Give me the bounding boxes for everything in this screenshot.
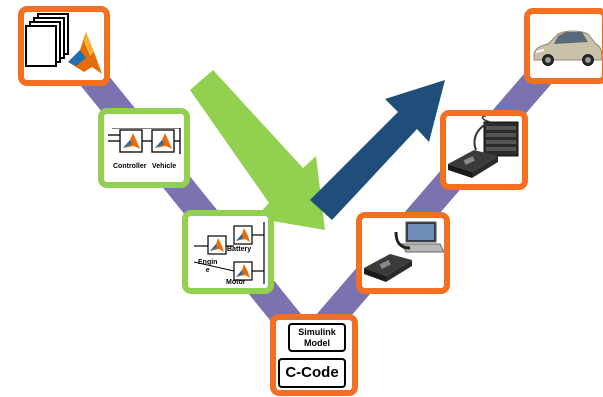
motor-label: Motor [226, 279, 246, 286]
verification-arrow [310, 80, 445, 220]
code-generation-box: Simulink Model C-Code [270, 314, 358, 396]
simulink-block-diagram-icon [108, 128, 181, 154]
realtime-target-and-board-icon [448, 115, 519, 178]
plant-model-box: Battery Engin e Motor [182, 210, 274, 294]
design-arrow [190, 70, 325, 230]
processor-in-loop-box [356, 212, 450, 294]
simulink-model-label: Simulink Model [288, 323, 346, 352]
vehicle-box [524, 8, 603, 84]
document-stack-with-matlab-logo-icon [25, 13, 102, 74]
battery-label: Battery [227, 246, 252, 253]
controller-label: Controller [113, 163, 147, 170]
vehicle-label: Vehicle [152, 163, 177, 170]
simulink-block-diagram-icon [194, 222, 265, 284]
hardware-in-loop-box [440, 110, 528, 190]
laptop-and-embedded-board-icon [364, 221, 445, 282]
engine-label: Engin e [198, 259, 218, 274]
requirements-box [18, 6, 110, 86]
c-code-label: C-Code [278, 358, 346, 388]
controller-vehicle-box: Controller Vehicle [98, 108, 190, 188]
car-icon [533, 30, 603, 66]
